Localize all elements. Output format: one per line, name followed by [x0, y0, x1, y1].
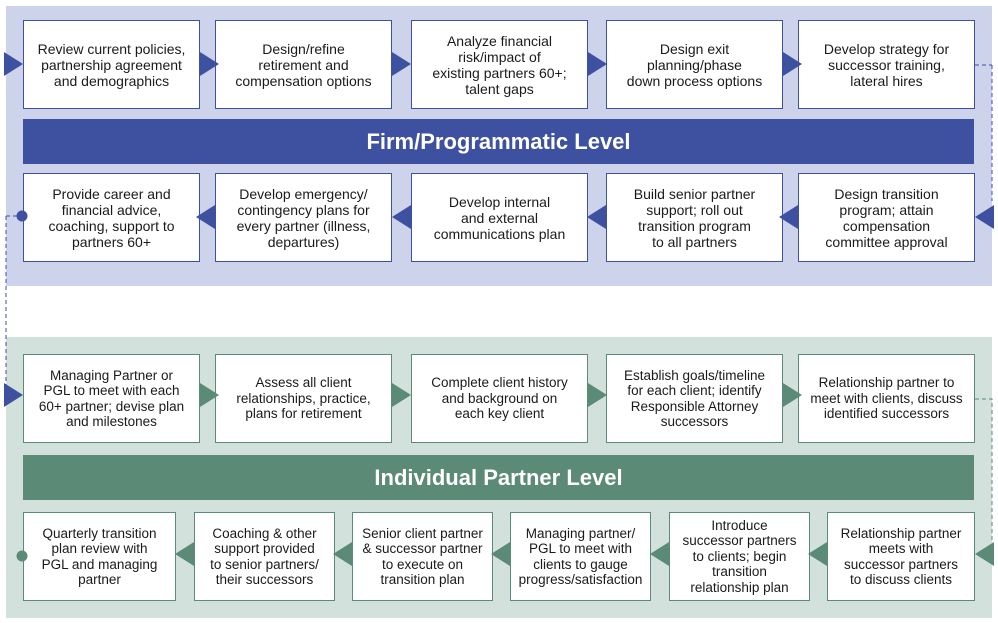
firm-step-career-advice: Provide career and financial advice, coa…: [23, 173, 200, 262]
firm-step-emergency-plans: Develop emergency/ contingency plans for…: [215, 173, 392, 262]
individual-step-gauge-progress: Managing partner/ PGL to meet with clien…: [510, 512, 651, 601]
firm-step-analyze-financial-risk: Analyze financial risk/impact of existin…: [411, 20, 588, 109]
individual-level-banner: Individual Partner Level: [23, 455, 974, 500]
individual-step-execute-transition: Senior client partner & successor partne…: [352, 512, 493, 601]
individual-step-assess-client-relationships: Assess all client relationships, practic…: [215, 354, 392, 443]
firm-step-review-policies: Review current policies, partnership agr…: [23, 20, 200, 109]
individual-step-quarterly-review: Quarterly transition plan review with PG…: [23, 512, 176, 601]
individual-step-coaching-support: Coaching & other support provided to sen…: [194, 512, 335, 601]
firm-step-design-retirement-options: Design/refine retirement and compensatio…: [215, 20, 392, 109]
individual-step-discuss-clients: Relationship partner meets with successo…: [827, 512, 975, 601]
firm-step-successor-strategy: Develop strategy for successor training,…: [798, 20, 975, 109]
individual-step-managing-partner-meet: Managing Partner or PGL to meet with eac…: [23, 354, 200, 443]
individual-step-establish-goals: Establish goals/timeline for each client…: [606, 354, 783, 443]
firm-level-banner: Firm/Programmatic Level: [23, 119, 974, 164]
firm-step-communications-plan: Develop internal and external communicat…: [411, 173, 588, 262]
firm-level-title: Firm/Programmatic Level: [366, 128, 631, 154]
firm-step-senior-partner-support: Build senior partner support; roll out t…: [606, 173, 783, 262]
individual-step-relationship-partner-meet: Relationship partner to meet with client…: [798, 354, 975, 443]
individual-step-introduce-successors: Introduce successor partners to clients;…: [669, 512, 810, 601]
firm-step-design-exit-planning: Design exit planning/phase down process …: [606, 20, 783, 109]
individual-step-client-history: Complete client history and background o…: [411, 354, 588, 443]
firm-step-design-transition-program: Design transition program; attain compen…: [798, 173, 975, 262]
individual-level-title: Individual Partner Level: [374, 464, 623, 490]
